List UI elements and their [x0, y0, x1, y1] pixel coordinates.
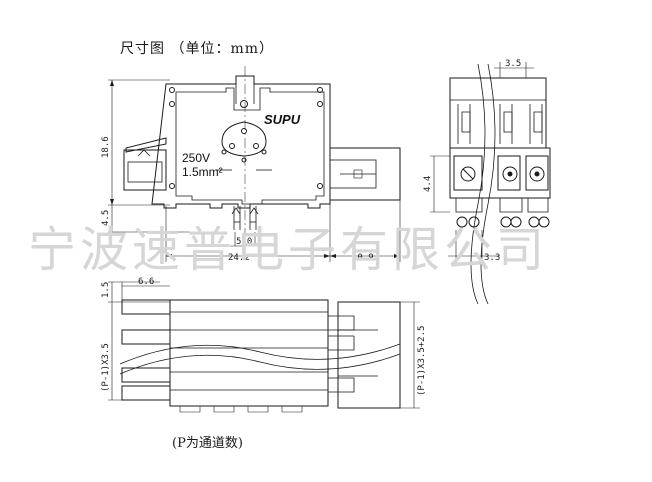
top-view: [108, 281, 420, 413]
dim-top-right-total: (P-1)X3.5+2.5: [417, 326, 427, 396]
side-view: [430, 62, 551, 305]
footnote: (P为通道数): [172, 436, 243, 451]
dim-front-height: 18.6: [101, 136, 111, 158]
dim-side-pin-height: 4.4: [423, 176, 433, 192]
page-title: 尺寸图 （单位：mm）: [120, 41, 275, 57]
dim-top-offset: 6.6: [138, 277, 154, 287]
dim-top-left-total: (P-1)X3.5: [101, 343, 111, 392]
dim-side-pitch-top: 3.5: [505, 59, 521, 69]
dim-top-offset-small: 1.5: [101, 282, 111, 298]
wire-size-label: 1.5mm²: [182, 165, 223, 179]
voltage-label: 250V: [182, 151, 210, 165]
dim-front-bottom: 4.5: [101, 210, 111, 226]
front-view: [108, 66, 401, 262]
dim-pin-spacing: 5.0: [236, 237, 252, 247]
brand-label: SUPU: [264, 112, 301, 127]
dim-plug-width: 10.9: [352, 253, 374, 263]
dim-body-width: 24.2: [228, 253, 250, 263]
dim-side-pitch-bottom: 3.3: [484, 253, 500, 263]
